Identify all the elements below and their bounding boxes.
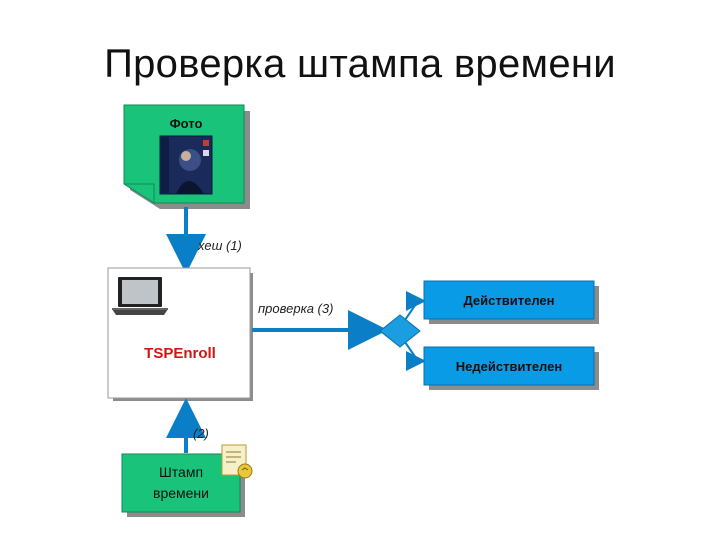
hash-arrow-label: хеш (1) [197,238,242,253]
timestamp-node: Штамп времени [121,444,253,517]
photo-thumbnail [159,135,213,195]
photo-node: Фото [123,104,250,209]
valid-result-box [423,280,595,320]
invalid-result-node: Недействителен [423,346,599,390]
verify-arrow-label: проверка (3) [258,301,333,316]
timestamp-label-line2: времени [153,485,209,501]
step2-arrow-label: (2) [193,426,209,441]
hash-arrow: хеш (1) [166,207,242,274]
slide-title: Проверка штампа времени [104,42,616,86]
client-box [107,267,251,399]
invalid-result-label: Недействителен [456,359,562,374]
step2-arrow: (2) [166,398,209,453]
invalid-branch-arrow [404,341,426,371]
valid-result-label: Действителен [464,293,555,308]
laptop-icon [112,277,168,315]
photo-label: Фото [170,116,203,131]
verify-arrow: проверка (3) [252,301,388,350]
certificate-icon [221,444,253,479]
timestamp-label-line1: Штамп [159,464,203,480]
invalid-result-box [423,346,595,386]
valid-branch-arrow [404,291,426,321]
decision-diamond [379,314,421,348]
valid-result-node: Действителен [423,280,599,324]
timestamp-box [121,453,241,513]
client-label: TSPEnroll [144,345,216,362]
client-node: TSPEnroll [107,267,253,401]
